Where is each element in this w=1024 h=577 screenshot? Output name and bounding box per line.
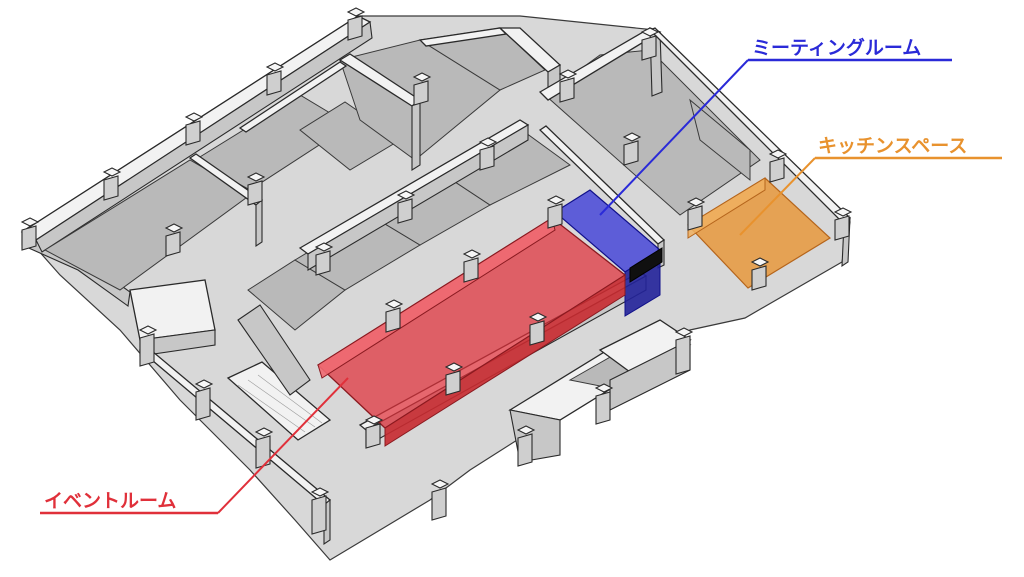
pillar <box>686 197 706 231</box>
pillar <box>622 132 642 166</box>
pillar <box>558 69 578 103</box>
restroom-block <box>568 319 692 411</box>
pillar <box>478 137 498 171</box>
pillar <box>102 167 122 201</box>
pillar <box>528 312 548 346</box>
event-room-area <box>316 217 627 447</box>
pillar <box>138 325 158 367</box>
pillar <box>246 172 266 206</box>
pillar <box>444 362 464 396</box>
central-rooms <box>247 124 571 331</box>
pillar <box>674 327 694 375</box>
pillar <box>396 190 416 224</box>
pillar <box>364 415 384 449</box>
pillar <box>594 383 614 425</box>
pillar <box>184 112 204 146</box>
pillar <box>314 242 334 276</box>
pillar <box>384 299 404 333</box>
north-rooms <box>43 27 761 291</box>
kitchen-space-area <box>687 177 831 289</box>
event-room-label: イベントルーム <box>44 490 176 512</box>
pillar <box>194 379 214 421</box>
pillar <box>768 149 788 183</box>
pillar <box>833 207 853 241</box>
meeting-room-label: ミーティングルーム <box>752 36 921 59</box>
kitchen-space-label: キッチンスペース <box>818 135 967 157</box>
pillar <box>546 195 566 229</box>
pillar <box>310 487 330 535</box>
meeting-room-leader-line <box>599 59 749 216</box>
kitchen-space-leader-line <box>739 157 816 236</box>
pillar <box>346 7 366 41</box>
pillar <box>265 62 285 96</box>
pillar <box>20 217 40 251</box>
pillar <box>516 425 536 467</box>
pillar <box>640 27 660 61</box>
pillars <box>20 7 853 535</box>
pillar <box>750 257 770 291</box>
meeting-room-area <box>553 189 663 317</box>
pillar <box>164 223 184 257</box>
pillar <box>412 72 432 106</box>
pillar <box>254 427 274 469</box>
pillar <box>462 249 482 283</box>
pillar <box>430 479 450 521</box>
event-room-leader-line <box>217 377 349 514</box>
